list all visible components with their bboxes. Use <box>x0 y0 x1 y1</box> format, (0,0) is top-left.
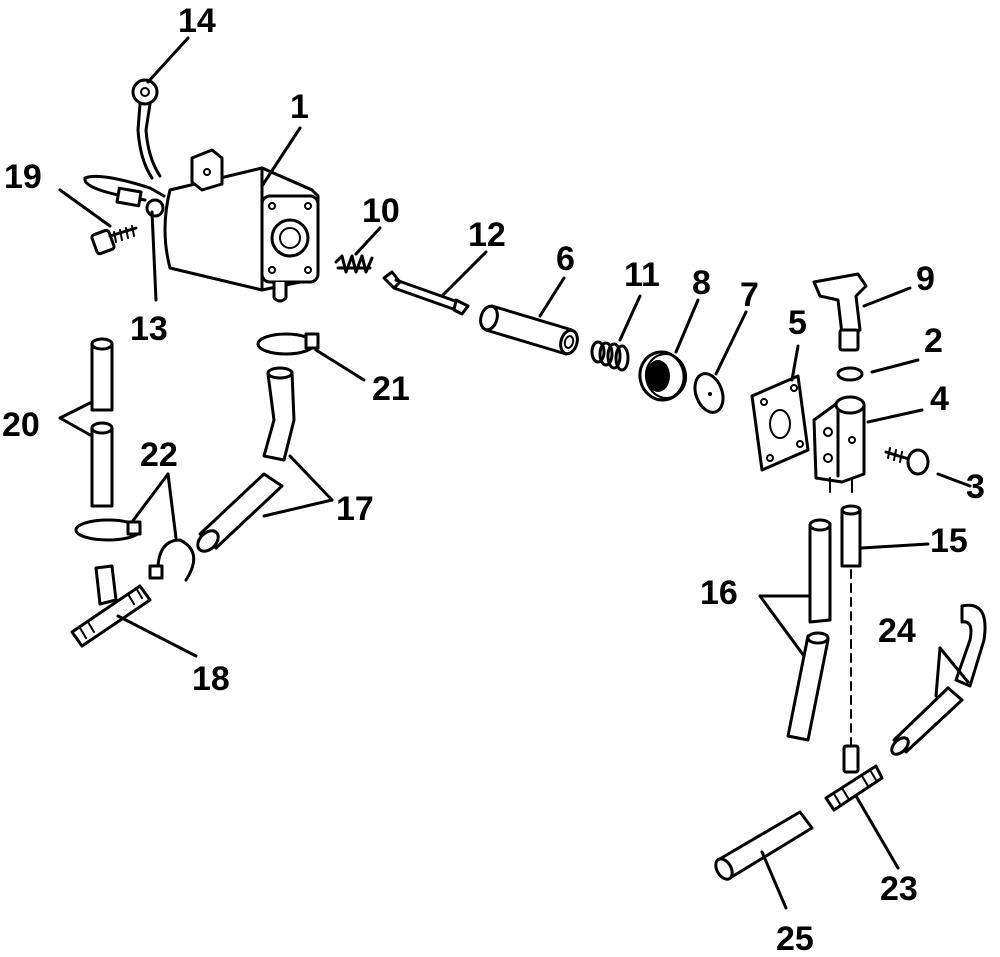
callout-2: 2 <box>924 322 943 360</box>
part-5-gasket <box>750 374 810 472</box>
part-13-clip <box>83 174 166 218</box>
callout-9: 9 <box>916 260 935 298</box>
part-7-disc <box>693 372 725 414</box>
part-10-spring <box>334 254 374 274</box>
callout-18: 18 <box>192 660 230 698</box>
part-23-tee-fitting <box>824 744 884 812</box>
part-15-hose <box>840 504 862 568</box>
callout-20: 20 <box>2 406 40 444</box>
callout-12: 12 <box>468 216 506 254</box>
callout-23: 23 <box>880 870 918 908</box>
callout-22: 22 <box>140 436 178 474</box>
part-18-tee-fitting <box>70 564 152 648</box>
part-19-screw <box>90 225 138 256</box>
part-4-valve-body <box>812 395 866 493</box>
part-9-elbow <box>812 272 868 352</box>
part-24-hose <box>890 603 987 756</box>
part-20-hose <box>90 337 114 508</box>
part-25-hose <box>714 810 814 881</box>
callout-5: 5 <box>788 304 807 342</box>
part-11-spring <box>590 340 630 372</box>
part-8-seal <box>638 350 688 402</box>
callout-16: 16 <box>700 574 738 612</box>
callout-24: 24 <box>878 612 916 650</box>
callout-10: 10 <box>362 192 400 230</box>
callout-11: 11 <box>624 256 660 294</box>
callout-25: 25 <box>776 920 814 957</box>
callout-6: 6 <box>556 240 575 278</box>
callout-13: 13 <box>130 310 168 348</box>
part-21-clamp <box>256 332 320 356</box>
part-22-clamps <box>74 518 196 582</box>
part-14-ground-wire <box>131 78 162 180</box>
callout-19: 19 <box>4 158 42 196</box>
callout-17: 17 <box>336 490 374 528</box>
part-17-hose <box>196 366 296 553</box>
part-3-screw <box>884 447 930 476</box>
callout-15: 15 <box>930 522 968 560</box>
callout-1: 1 <box>290 88 309 126</box>
leader-lines <box>58 36 972 910</box>
part-2-o-ring <box>836 366 864 382</box>
callout-8: 8 <box>692 264 711 302</box>
callout-4: 4 <box>930 380 949 418</box>
callout-14: 14 <box>178 2 216 40</box>
part-6-sleeve <box>479 304 579 356</box>
part-1-solenoid <box>163 148 320 303</box>
callout-7: 7 <box>740 276 759 314</box>
part-12-rod <box>382 270 470 316</box>
part-16-hose <box>786 518 832 742</box>
callout-3: 3 <box>966 468 985 506</box>
callout-21: 21 <box>372 370 410 408</box>
